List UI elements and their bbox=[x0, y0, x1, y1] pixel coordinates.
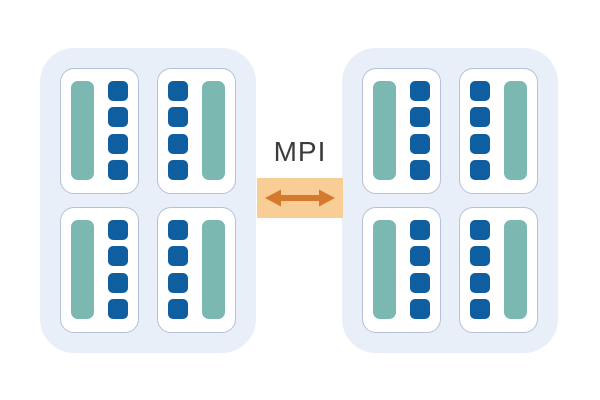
core-square bbox=[168, 81, 188, 101]
core-square bbox=[410, 159, 430, 180]
socket-bar bbox=[71, 220, 94, 319]
cpu-socket bbox=[157, 68, 236, 194]
core-square bbox=[470, 220, 490, 240]
socket-bar bbox=[504, 81, 527, 180]
compute-node-right bbox=[342, 48, 558, 353]
core-column bbox=[470, 220, 490, 319]
core-square bbox=[410, 220, 430, 240]
core-square bbox=[168, 107, 188, 128]
core-square bbox=[108, 107, 128, 128]
cpu-socket bbox=[362, 68, 441, 194]
core-square bbox=[470, 133, 490, 154]
core-square bbox=[168, 159, 188, 180]
socket-bar bbox=[504, 220, 527, 319]
core-square bbox=[168, 246, 188, 267]
core-square bbox=[410, 246, 430, 267]
core-square bbox=[410, 298, 430, 319]
core-square bbox=[470, 81, 490, 101]
core-square bbox=[470, 107, 490, 128]
core-square bbox=[168, 133, 188, 154]
core-square bbox=[470, 272, 490, 293]
core-square bbox=[410, 81, 430, 101]
core-square bbox=[108, 246, 128, 267]
cpu-socket bbox=[60, 68, 139, 194]
socket-bar bbox=[202, 220, 225, 319]
core-column bbox=[470, 81, 490, 180]
core-square bbox=[470, 298, 490, 319]
core-square bbox=[108, 81, 128, 101]
core-square bbox=[108, 220, 128, 240]
core-column bbox=[168, 81, 188, 180]
core-square bbox=[168, 220, 188, 240]
cpu-socket bbox=[459, 68, 538, 194]
compute-node-left bbox=[40, 48, 256, 353]
cpu-socket bbox=[362, 207, 441, 333]
core-square bbox=[410, 133, 430, 154]
double-headed-arrow-icon bbox=[265, 189, 335, 207]
socket-bar bbox=[373, 81, 396, 180]
core-column bbox=[168, 220, 188, 319]
core-square bbox=[470, 246, 490, 267]
core-square bbox=[410, 107, 430, 128]
core-square bbox=[168, 298, 188, 319]
socket-bar bbox=[202, 81, 225, 180]
socket-bar bbox=[373, 220, 396, 319]
core-square bbox=[470, 159, 490, 180]
core-column bbox=[108, 81, 128, 180]
core-square bbox=[168, 272, 188, 293]
core-square bbox=[108, 159, 128, 180]
socket-bar bbox=[71, 81, 94, 180]
core-column bbox=[410, 220, 430, 319]
mpi-label: MPI bbox=[273, 136, 327, 167]
mpi-connector-band bbox=[257, 178, 343, 218]
cpu-socket bbox=[459, 207, 538, 333]
core-square bbox=[410, 272, 430, 293]
core-column bbox=[410, 81, 430, 180]
core-column bbox=[108, 220, 128, 319]
core-square bbox=[108, 133, 128, 154]
cpu-socket bbox=[157, 207, 236, 333]
core-square bbox=[108, 272, 128, 293]
cpu-socket bbox=[60, 207, 139, 333]
core-square bbox=[108, 298, 128, 319]
